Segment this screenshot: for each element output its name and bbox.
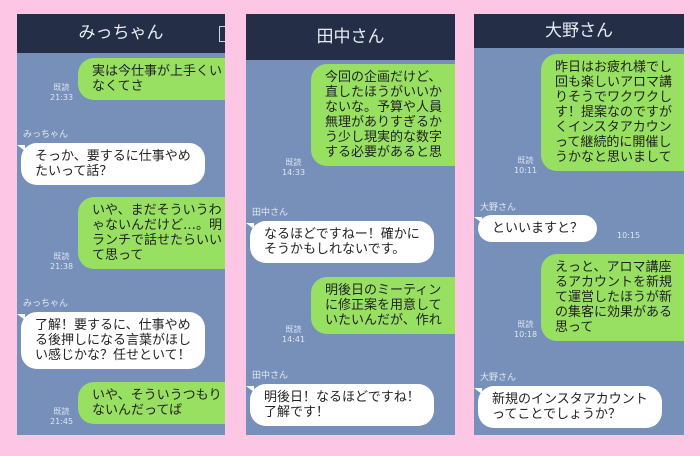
message-text-line: 10:18 [514,330,538,339]
message-text-line: そっか、要するに仕事やめ [35,149,191,164]
message-text-line: といいますと？ [492,221,584,236]
message-text-line: 既読 [517,320,534,329]
message-text-line: 既読 [53,83,70,92]
message-text-line: えっと、アロマ講座 [555,260,672,275]
received-message: なるほどですねー！確かにそうかもしれないです。 [246,221,434,263]
message-text-line: なくてさ [92,79,144,94]
sender-name: 田中さん [252,371,289,381]
message-text-line: ないな。予算や人員 [325,100,443,115]
received-message: 新規のインスタアカウントってことでしょうか？ [474,386,662,428]
message-text-line: す！提案なのですが [555,105,673,120]
message-time: 10:15 [617,231,641,240]
message-text-line: 無理がありすぎるか [325,115,443,130]
message-text-line: ってことでしょうか？ [492,407,621,422]
chat-panel-2: 田中さん 今回の企画だけど、直したほうがいいかないな。予算や人員無理がありすぎる… [246,14,455,435]
message-text-line: の集客に効果がある [555,305,673,320]
message-text-line: 既読 [53,252,70,261]
message-text-line: ランチで話せたらいい [92,233,223,248]
message-text-line: 既読 [53,407,70,416]
message-text-line: 21:33 [50,93,74,102]
message-text-line: るアカウントを新規 [555,275,673,290]
message-text-line: て運営したほうが新 [555,290,673,305]
message-text-line: ゃないんだけど…。明 [92,218,223,233]
sender-name: 大野さん [480,203,517,213]
menu-icon[interactable] [219,26,225,42]
message-text-line: 思って [555,320,594,335]
message-text-line: 既読 [285,325,302,334]
chat-title: みっちゃん [78,23,164,43]
message-text-line: 実は今仕事が上手くい [92,64,223,79]
sent-message: 昨日はお疲れ様でし回も楽しいアロマ講りそうでワクワクしす！提案なのですがくインス… [541,54,684,171]
message-text-line: たいって話？ [35,164,113,179]
message-text-line: うかなと思いまして [555,150,672,165]
chat-title: 大野さん [545,21,613,41]
message-text-line: 明後日のミーティン [325,283,442,298]
received-message: 了解！要するに、仕事やめる後押しになる言葉がほしい感じかな？任せといて！ [17,312,206,369]
message-text-line: 既読 [517,156,534,165]
message-text-line: て思って [92,248,144,263]
message-text-line: 21:45 [50,417,74,426]
sender-name: みっちゃん [23,130,69,140]
message-text-line: 10:11 [514,166,538,175]
message-text-line: そうかもしれないです。 [264,242,406,257]
sender-name: 田中さん [252,208,289,218]
sender-name: みっちゃん [23,299,69,309]
message-text-line: 直したほうがいいか [325,85,443,100]
message-text-line: る後押しになる言葉がほし [35,333,192,348]
message-text-line: 回も楽しいアロマ講 [555,75,673,90]
received-message: 明後日！なるほどですね！了解です！ [246,384,434,426]
sent-message: いや、まだそういうわゃないんだけど…。明ランチで話せたらいいて思って [78,197,225,269]
message-text-line: ないんだってば [92,403,183,418]
sender-name: 大野さん [480,373,517,383]
message-text-line: って継続的に開催し [555,135,672,150]
message-text-line: 14:41 [282,335,306,344]
chat-panel-3: 大野さん 昨日はお疲れ様でし回も楽しいアロマ講りそうでワクワクしす！提案なのです… [474,14,684,435]
message-text-line: う少し現実的な数字 [325,130,443,145]
received-message: そっか、要するに仕事やめたいって話？ [17,143,205,185]
message-text-line: くインスタアカウン [555,120,672,135]
message-text-line: いたいんだが、作れ [325,313,442,328]
received-message: といいますと？ [474,215,598,242]
chat-title: 田中さん [316,27,385,47]
message-text-line: 明後日！なるほどですね！ [264,390,420,405]
message-text-line: に修正案を用意して [325,298,442,313]
message-text-line: い感じかな？任せといて！ [35,348,191,363]
message-text-line: いや、まだそういうわ [92,203,222,218]
sent-message: 今回の企画だけど、直したほうがいいかないな。予算や人員無理がありすぎるかう少し現… [311,64,455,166]
message-text-line: いや、そういうつもり [92,388,222,403]
message-text-line: 了解！要するに、仕事やめ [35,318,191,333]
message-text-line: りそうでワクワクし [555,90,673,105]
chat-header: みっちゃん [17,14,225,53]
chat-header: 大野さん [474,14,684,48]
message-text-line: 21:38 [50,262,74,271]
message-text-line: 昨日はお疲れ様でし [555,60,673,75]
message-text-line: する必要があると思 [325,145,443,160]
sent-message: 明後日のミーティンに修正案を用意していたいんだが、作れ [311,277,455,334]
chat-header: 田中さん [246,14,455,60]
message-text-line: なるほどですねー！確かに [264,227,420,242]
sent-message: いや、そういうつもりないんだってば [78,382,225,424]
message-text-line: 新規のインスタアカウント [492,392,648,407]
message-text-line: 了解です！ [264,405,330,420]
sent-message: えっと、アロマ講座るアカウントを新規て運営したほうが新の集客に効果がある思って [541,254,684,341]
message-text-line: 既読 [285,158,302,167]
message-text-line: 14:33 [282,168,306,177]
message-text-line: 今回の企画だけど、 [325,70,442,85]
sent-message: 実は今仕事が上手くいなくてさ [78,58,225,100]
